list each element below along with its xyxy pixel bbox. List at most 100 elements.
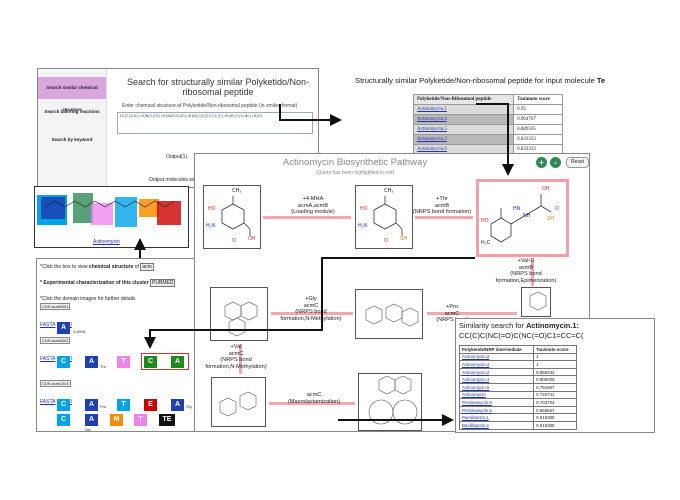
step-line: formation,N-Methylation) (205, 363, 267, 370)
domain-a[interactable]: A (85, 399, 98, 411)
domain-a[interactable]: A (85, 414, 98, 426)
atom-label: NH (523, 213, 531, 219)
result-link[interactable]: Bacillibactin.2 (462, 422, 489, 428)
step-line: +Gly (305, 296, 317, 302)
molecule-intermediate-3-drawing (529, 291, 547, 311)
domain-c[interactable]: C (57, 356, 70, 368)
sidebar-item-keyword[interactable]: Search by keyword (51, 137, 93, 142)
table-row: Actinomycin.2 0.833333 (412, 134, 563, 145)
atom-label: SH (547, 216, 554, 222)
domain-te[interactable]: TE (159, 414, 175, 426)
table-row: Actinomycin.5 0.889565 (412, 124, 563, 135)
result-link[interactable]: Actinomycin.1 (417, 107, 447, 112)
molecule-box-actinomycin[interactable] (358, 373, 422, 431)
similar-table: Polyketide/Non-Ribosomal peptide Tanimot… (412, 94, 563, 155)
molecule-intermediate-2-drawing (373, 196, 403, 236)
atom-label: CH₃ (232, 188, 242, 194)
table-header-row: Polyketide/NRP intermediate Tanimoto sco… (458, 345, 577, 354)
molecule-box-intermediate-6[interactable] (211, 377, 266, 427)
step-line: formation,N-Methylation) (280, 315, 342, 322)
line1-prefix: *Click the box to view (40, 264, 88, 270)
reaction-arrow (269, 402, 355, 405)
fasta-link[interactable]: FASTA (40, 356, 56, 362)
output-label: Output(1) (166, 154, 188, 160)
molecule-box-intermediate-4[interactable] (355, 289, 423, 339)
result-link[interactable]: Paenibactin.1 (462, 415, 489, 421)
domain-a[interactable]: A (171, 356, 184, 368)
result-score: 1 (533, 360, 577, 369)
search-title-line1: Search for structurally similar Polyketi… (126, 77, 310, 87)
result-link[interactable]: Actinomycin.2 (417, 137, 447, 142)
molecule-box-intermediate-5[interactable] (210, 287, 268, 341)
domain-c[interactable]: C (57, 399, 70, 411)
cds-button[interactable]: CDS:acmA002 (40, 337, 71, 344)
similarity-table: Polyketide/NRP intermediate Tanimoto sco… (458, 345, 577, 430)
domain-t[interactable]: T (134, 414, 147, 426)
molecule-link[interactable]: Actinomycin (93, 239, 120, 245)
module-label: Thr (100, 364, 106, 369)
zoom-in-button[interactable]: + (536, 157, 547, 168)
result-link[interactable]: Actinomycin (462, 392, 486, 398)
domain-t[interactable]: T (117, 399, 130, 411)
pubmed-button[interactable]: PUBMED (150, 279, 176, 287)
domain-a[interactable]: A (57, 322, 70, 334)
domain-a[interactable]: A (171, 399, 184, 411)
result-score: 0.703704 (533, 398, 577, 407)
zoom-out-button[interactable]: - (550, 157, 561, 168)
cds-button[interactable]: CDS:acmB001 (40, 303, 71, 310)
domain-t[interactable]: T (117, 356, 130, 368)
structure-button[interactable]: acm (140, 263, 154, 271)
atom-label: HO (360, 206, 368, 212)
atom-label: H₃C (481, 240, 491, 246)
molecule-box-query[interactable]: OH O NH HN SH HO H₃C (476, 179, 569, 257)
result-link[interactable]: Actinomycin.5 (417, 127, 447, 132)
domain-click-hint: *Click the domain images for further det… (40, 296, 136, 302)
table-header-row: Polyketide/Non-Ribosomal peptide Tanimot… (412, 94, 563, 105)
domain-panel: *Click the box to view chemical structur… (36, 258, 199, 432)
fasta-link[interactable]: FASTA (40, 322, 56, 328)
result-link[interactable]: Actinomycin.3 (462, 361, 490, 367)
atom-label: CH₃ (384, 188, 394, 194)
cds-button[interactable]: CDS:acmC003 (40, 380, 71, 387)
query-highlight-box (141, 353, 189, 370)
result-score: 0.800000 (533, 375, 577, 384)
result-link[interactable]: Actinomycin.6 (417, 147, 447, 152)
reset-button[interactable]: Reset (566, 157, 589, 168)
result-link[interactable]: Actinomycin.5 (462, 384, 490, 390)
result-link[interactable]: Actinomycin.4 (462, 377, 490, 383)
step-line: acmB (518, 264, 534, 271)
similarity-panel: Similarity search for Actinomycin.1: CC(… (455, 318, 655, 433)
domain-e[interactable]: E (144, 399, 157, 411)
similarity-title-bold: Actinomycin.1: (525, 321, 579, 330)
output-molecules-label: Output molecules with T (149, 177, 203, 183)
result-link[interactable]: Actinomycin.2 (462, 369, 490, 375)
result-link[interactable]: Actinomycin.2 (462, 354, 490, 360)
domain-a[interactable]: A (85, 356, 98, 368)
similar-title-text: Structurally similar Polyketide/Non-ribo… (355, 76, 595, 85)
molecule-box-4mha[interactable]: CH₃ HO H₂N OH O (203, 185, 261, 249)
step-label-2: +Thr acmB (NRPS bond formation) (407, 196, 477, 216)
molecule-box-intermediate-3[interactable] (521, 287, 551, 317)
step-line: (Loading module) (291, 209, 335, 216)
domain-c[interactable]: C (57, 414, 70, 426)
sidebar-item-similar-structure[interactable]: Search similar chemical structure (38, 77, 106, 112)
domain-c[interactable]: C (144, 356, 157, 368)
reaction-arrow (415, 216, 473, 219)
molecule-box-intermediate-2[interactable]: CH₃ HO H₂N SH O (355, 185, 413, 249)
reaction-arrow (531, 260, 534, 286)
step-line: formation,Epimerization) (495, 277, 557, 284)
step-line: acmC (303, 302, 319, 309)
table-row: Actinomycin.3 1 (458, 360, 577, 369)
domain-m[interactable]: M (110, 414, 123, 426)
sidebar-item-tailoring[interactable]: Search tailoring reactions (44, 109, 100, 114)
result-link[interactable]: Actinomycin.4 (417, 117, 447, 122)
module-label: Gly (186, 404, 192, 409)
result-link[interactable]: Pristinamycin.5 (462, 399, 492, 405)
result-link[interactable]: Pristinamycin.6 (462, 407, 492, 413)
smiles-input[interactable]: CC(C)C1C(=O)N(C)CC(=O)N2CCCC2C(=O)N(C)C(… (117, 112, 313, 134)
fasta-link[interactable]: FASTA (40, 399, 56, 405)
atom-label: H₂N (206, 223, 216, 229)
